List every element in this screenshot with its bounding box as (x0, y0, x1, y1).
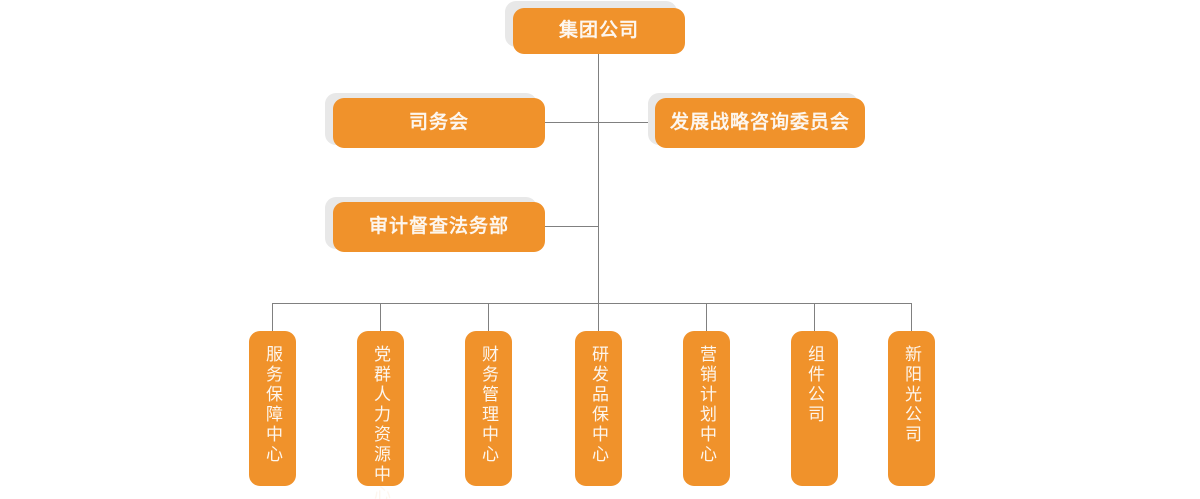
node-staff-strategy-committee-label: 发展战略咨询委员会 (669, 111, 850, 133)
node-dept-xinyangguang-company[interactable]: 新阳光公司 (888, 331, 935, 486)
node-staff-audit-dept[interactable]: 审计督查法务部 (333, 202, 545, 252)
node-dept-rd-quality[interactable]: 研发品保中心 (575, 331, 622, 486)
node-dept-finance[interactable]: 财务管理中心 (465, 331, 512, 486)
node-dept-service-support-label: 服务保障中心 (263, 345, 282, 465)
node-dept-party-hr-label: 党群人力资源中心 (371, 345, 390, 499)
node-root-group-company[interactable]: 集团公司 (513, 8, 685, 54)
node-staff-strategy-committee[interactable]: 发展战略咨询委员会 (655, 98, 865, 148)
node-dept-xinyangguang-company-label: 新阳光公司 (902, 345, 921, 445)
connector-drop-4 (598, 303, 599, 331)
connector-drop-7 (911, 303, 912, 331)
connector-strategy-committee (598, 122, 655, 123)
node-dept-module-company-label: 组件公司 (805, 345, 824, 425)
connector-trunk-main (598, 49, 599, 303)
connector-drop-2 (380, 303, 381, 331)
connector-drop-1 (272, 303, 273, 331)
node-dept-finance-label: 财务管理中心 (479, 345, 498, 465)
connector-siwuhui (544, 122, 599, 123)
node-dept-rd-quality-label: 研发品保中心 (589, 345, 608, 465)
connector-drop-5 (706, 303, 707, 331)
node-dept-service-support[interactable]: 服务保障中心 (249, 331, 296, 486)
node-staff-siwuhui[interactable]: 司务会 (333, 98, 545, 148)
node-staff-siwuhui-label: 司务会 (408, 111, 469, 133)
connector-drop-6 (814, 303, 815, 331)
node-root-label: 集团公司 (558, 19, 639, 41)
connector-audit-dept (544, 226, 599, 227)
node-dept-marketing-planning[interactable]: 营销计划中心 (683, 331, 730, 486)
connector-distribution-bar (272, 303, 911, 304)
node-staff-audit-dept-label: 审计督查法务部 (368, 215, 509, 237)
connector-drop-3 (488, 303, 489, 331)
node-dept-party-hr[interactable]: 党群人力资源中心 (357, 331, 404, 499)
node-dept-module-company[interactable]: 组件公司 (791, 331, 838, 486)
node-dept-marketing-planning-label: 营销计划中心 (697, 345, 716, 465)
